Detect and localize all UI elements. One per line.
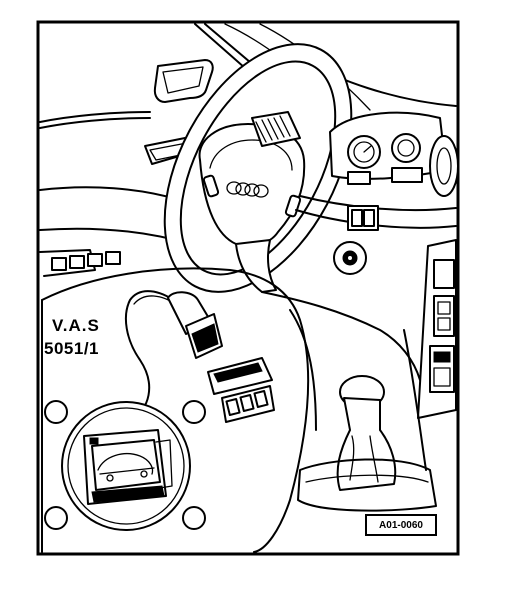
console-side-line (289, 309, 317, 431)
diagnostic-tester-device (44, 400, 206, 531)
tool-label-line2: 5051/1 (44, 339, 99, 358)
steering-column (251, 111, 301, 147)
figure-reference-code: A01-0060 (365, 514, 437, 536)
diagnostic-cable (124, 290, 223, 421)
steering-wheel (163, 43, 353, 293)
instrument-cluster (329, 111, 459, 197)
tool-label-line1: V.A.S (52, 316, 100, 335)
side-mirror (153, 59, 214, 103)
brand-rings-icon (226, 181, 269, 198)
console-right-line (403, 329, 427, 471)
figure-reference-text: A01-0060 (379, 519, 423, 531)
center-console (417, 239, 457, 419)
lower-dash-curve (261, 291, 421, 381)
diagnostic-socket (207, 357, 275, 423)
gear-shifter (297, 375, 437, 512)
switch-panel (333, 205, 379, 275)
detail-callout (41, 267, 310, 553)
